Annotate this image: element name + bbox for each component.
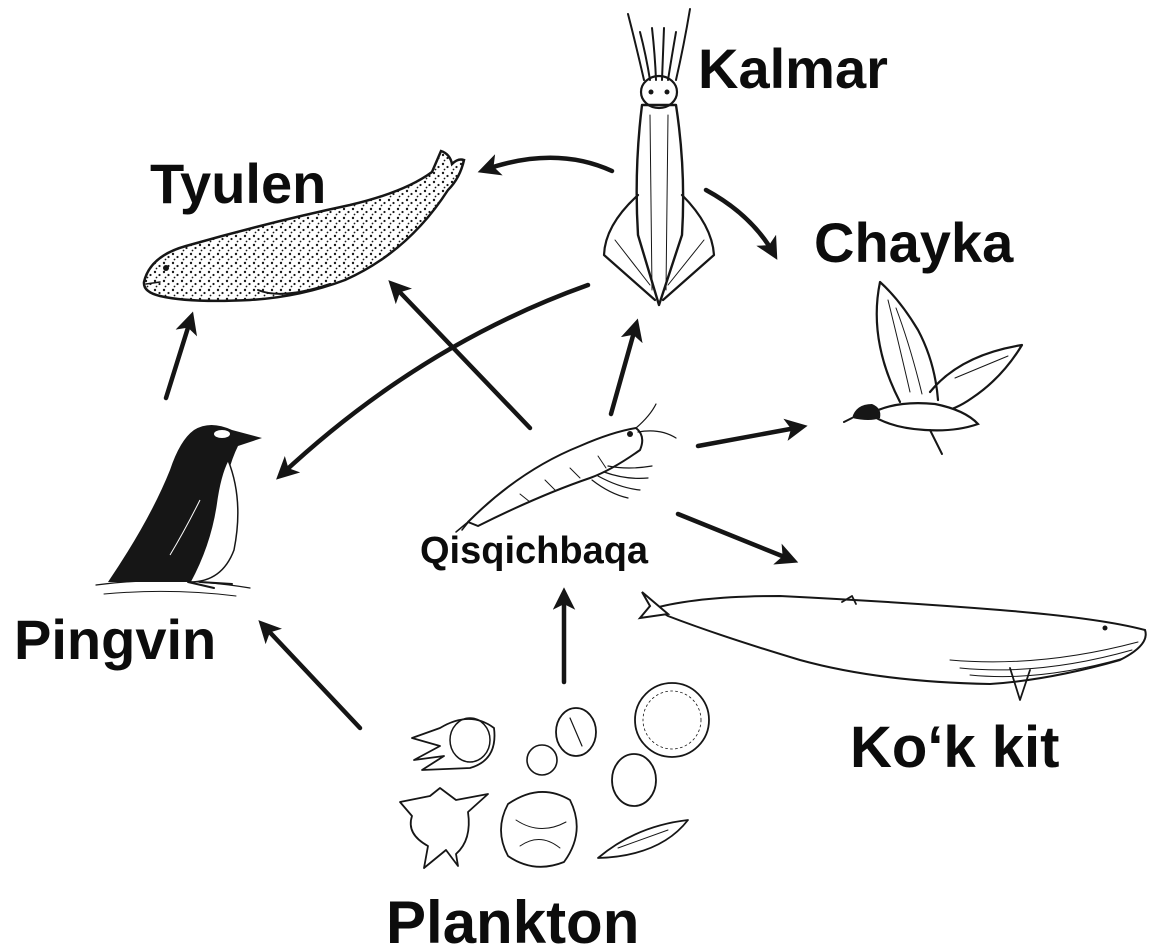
label-kalmar: Kalmar — [698, 37, 888, 100]
label-tyulen: Tyulen — [150, 152, 326, 215]
arrow-kalmar-to-chayka — [706, 190, 774, 254]
arrow-qisqichbaqa-to-chayka — [698, 427, 801, 446]
seagull-icon — [844, 282, 1022, 454]
label-chayka: Chayka — [814, 211, 1014, 274]
plankton-icon — [400, 683, 709, 868]
label-qisqichbaqa: Qisqichbaqa — [420, 530, 649, 572]
krill-icon — [456, 404, 676, 532]
penguin-icon — [96, 425, 262, 596]
label-kok-kit: Ko‘k kit — [850, 715, 1060, 780]
label-pingvin: Pingvin — [14, 608, 216, 671]
arrow-qisqichbaqa-to-kok-kit — [678, 514, 792, 560]
arrow-plankton-to-pingvin — [263, 625, 360, 728]
arrow-qisqichbaqa-to-tyulen — [393, 285, 530, 428]
arrow-kalmar-to-pingvin — [281, 285, 588, 475]
arrow-kalmar-to-tyulen — [484, 158, 612, 171]
blue-whale-icon — [640, 592, 1146, 700]
label-plankton: Plankton — [386, 889, 639, 951]
arrow-qisqichbaqa-to-kalmar — [611, 325, 636, 414]
arrow-pingvin-to-tyulen — [166, 318, 191, 398]
